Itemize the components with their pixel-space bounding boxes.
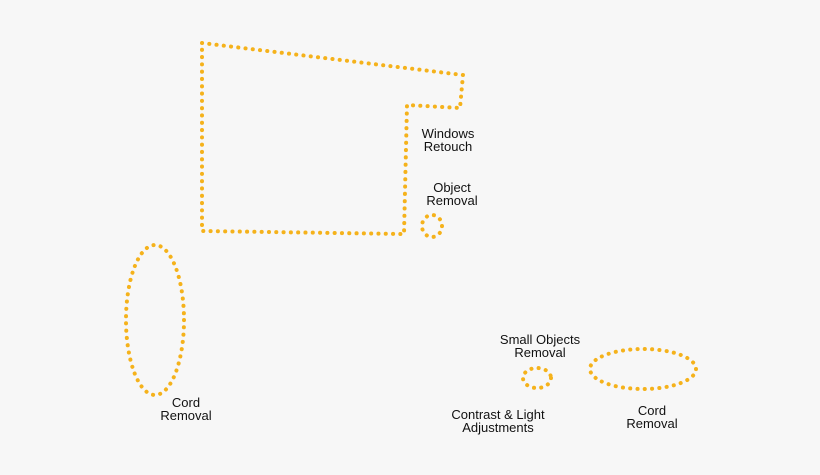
label-line: Removal [514,345,566,360]
label-line: Removal [160,408,212,423]
label-line: Adjustments [462,420,534,435]
contrast-light-label: Contrast & Light Adjustments [451,408,544,434]
cord-removal-left-label: Cord Removal [160,396,211,422]
small-objects-removal-outline [521,366,553,390]
object-removal-label: Object Removal [426,181,477,207]
cord-removal-right-outline [588,347,698,391]
label-line: Cord [171,395,201,410]
cord-removal-right-label: Cord Removal [626,404,677,430]
label-line: Object [433,180,471,195]
label-line: Removal [426,193,478,208]
cord-removal-left-outline [124,243,186,397]
label-line: Small Objects [499,332,581,347]
small-objects-removal-label: Small Objects Removal [500,333,580,359]
windows-retouch-outline [200,40,466,237]
object-removal-outline [420,213,444,239]
label-line: Cord [637,403,667,418]
label-line: Contrast & Light [451,407,545,422]
windows-retouch-label: Windows Retouch [422,127,475,153]
label-line: Removal [626,416,678,431]
label-line: Windows [421,126,475,141]
label-line: Retouch [423,139,473,154]
